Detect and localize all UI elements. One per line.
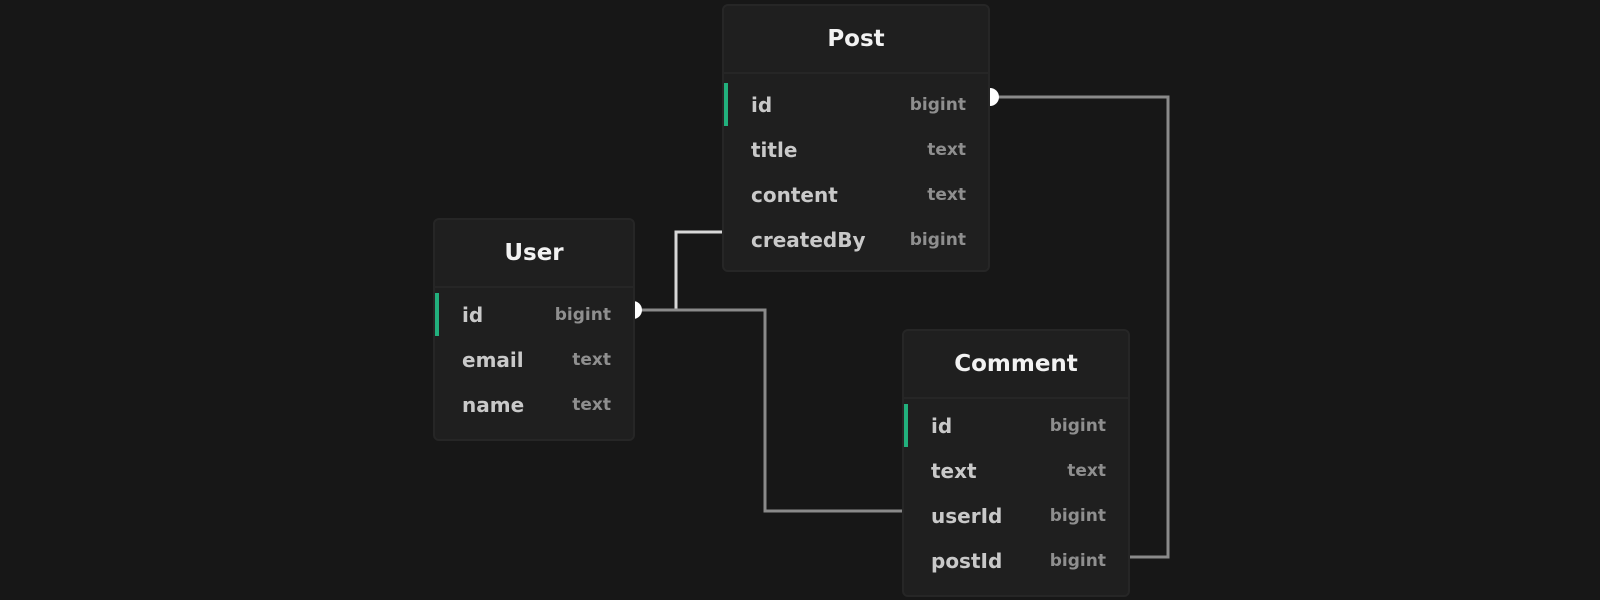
column-name: postId [931,548,1003,573]
column-name: id [462,302,484,327]
table-node-user[interactable]: User id bigint email text name text [433,218,635,441]
column-row-name[interactable]: name text [435,382,633,427]
column-name: id [751,92,773,117]
edge-comment-userid-user-id[interactable] [633,308,904,513]
column-row-email[interactable]: email text [435,337,633,382]
column-name: content [751,182,838,207]
column-row-postid[interactable]: postId bigint [904,538,1128,583]
column-row-createdby[interactable]: createdBy bigint [724,217,988,262]
table-node-post[interactable]: Post id bigint title text content text c… [722,4,990,272]
table-title: Comment [904,331,1128,399]
column-type: text [572,394,611,415]
column-row-text[interactable]: text text [904,448,1128,493]
table-title: User [435,220,633,288]
column-type: bigint [909,229,966,250]
column-name: text [931,458,977,483]
column-type: bigint [909,94,966,115]
column-type: bigint [1049,505,1106,526]
table-title: Post [724,6,988,74]
column-type: text [927,139,966,160]
column-row-id[interactable]: id bigint [435,292,633,337]
column-type: text [1067,460,1106,481]
edge-post-createdby-user-id[interactable] [633,230,724,312]
column-name: createdBy [751,227,866,252]
column-row-userid[interactable]: userId bigint [904,493,1128,538]
column-name: title [751,137,798,162]
column-name: name [462,392,525,417]
column-type: bigint [1049,415,1106,436]
column-row-id[interactable]: id bigint [904,403,1128,448]
table-node-comment[interactable]: Comment id bigint text text userId bigin… [902,329,1130,597]
column-row-title[interactable]: title text [724,127,988,172]
column-type: bigint [1049,550,1106,571]
column-type: text [927,184,966,205]
column-name: id [931,413,953,438]
column-name: email [462,347,524,372]
column-row-content[interactable]: content text [724,172,988,217]
column-name: userId [931,503,1003,528]
post-id-source-handle[interactable] [990,88,999,106]
column-type: text [572,349,611,370]
column-row-id[interactable]: id bigint [724,82,988,127]
column-type: bigint [554,304,611,325]
